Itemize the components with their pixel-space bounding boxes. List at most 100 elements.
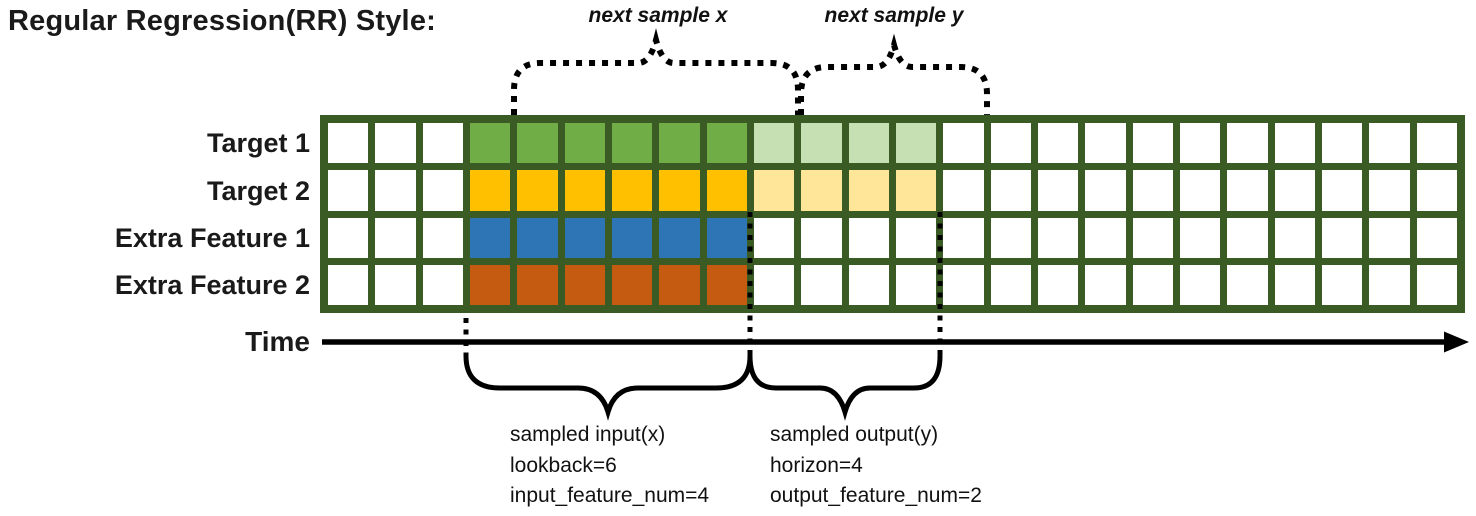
grid-cell-r3-c17 xyxy=(1085,217,1126,258)
sampled-output-brace xyxy=(747,353,943,421)
grid-cell-r4-c11 xyxy=(801,264,842,305)
row-label-target-2: Target 2 xyxy=(206,176,310,206)
grid-cell-r2-c4 xyxy=(469,170,511,211)
sampled-output-annotation: sampled output(y) horizon=4 output_featu… xyxy=(770,420,982,512)
grid-cell-r3-c4 xyxy=(469,217,511,258)
grid-cell-r4-c15 xyxy=(990,264,1031,305)
grid-cell-r1-c3 xyxy=(422,123,463,164)
grid-cell-r4-c4 xyxy=(469,264,511,305)
grid-cell-r2-c1 xyxy=(328,170,369,211)
grid-cell-r1-c6 xyxy=(564,123,605,164)
horizon-value: horizon=4 xyxy=(770,453,863,477)
grid-cell-r1-c20 xyxy=(1227,123,1268,164)
next-sample-y-label: next sample y xyxy=(824,4,964,27)
row-label-extra-feature-2: Extra Feature 2 xyxy=(114,270,310,300)
grid-cell-r1-c11 xyxy=(801,123,842,164)
grid-cell-r4-c17 xyxy=(1085,264,1126,305)
grid-cell-r3-c3 xyxy=(422,217,463,258)
grid-cell-r1-c7 xyxy=(611,123,653,164)
input-feature-num: input_feature_num=4 xyxy=(510,484,710,507)
grid-cell-r4-c20 xyxy=(1227,264,1268,305)
grid-cell-r2-c15 xyxy=(990,170,1031,211)
grid-cell-r2-c6 xyxy=(564,170,605,211)
grid-cell-r3-c9 xyxy=(706,217,747,258)
grid-cell-r2-c10 xyxy=(753,170,795,211)
grid-cell-r3-c19 xyxy=(1179,217,1221,258)
grid-cell-r2-c12 xyxy=(848,170,889,211)
sampled-input-annotation: sampled input(x) lookback=6 input_featur… xyxy=(510,420,709,512)
grid-cell-r1-c4 xyxy=(469,123,511,164)
grid-cell-r4-c10 xyxy=(753,264,795,305)
grid-cell-r1-c21 xyxy=(1274,123,1315,164)
grid-cell-r2-c7 xyxy=(611,170,653,211)
grid-cell-r2-c14 xyxy=(943,170,984,211)
grid-cell-r1-c5 xyxy=(517,123,558,164)
grid-cell-r4-c13 xyxy=(895,264,937,305)
grid-cell-r4-c19 xyxy=(1179,264,1221,305)
next-sample-x-brace xyxy=(511,28,801,115)
grid-cell-r3-c21 xyxy=(1274,217,1315,258)
time-axis-label: Time xyxy=(245,326,310,357)
grid-cell-r4-c6 xyxy=(564,264,605,305)
grid-cell-r2-c17 xyxy=(1085,170,1126,211)
grid-cell-r1-c8 xyxy=(659,123,700,164)
grid-cell-r4-c5 xyxy=(517,264,558,305)
grid-cell-r2-c23 xyxy=(1369,170,1410,211)
grid-cell-r3-c10 xyxy=(753,217,795,258)
grid-cell-r1-c14 xyxy=(943,123,984,164)
grid-cell-r2-c2 xyxy=(375,170,416,211)
grid-cell-r1-c13 xyxy=(895,123,937,164)
grid-cell-r3-c6 xyxy=(564,217,605,258)
next-sample-y-brace xyxy=(798,33,990,115)
grid-cell-r2-c5 xyxy=(517,170,558,211)
grid-cell-r3-c2 xyxy=(375,217,416,258)
sampled-input-brace xyxy=(463,353,753,421)
grid-cell-r4-c7 xyxy=(611,264,653,305)
row-label-extra-feature-1: Extra Feature 1 xyxy=(114,223,310,253)
grid-cell-r1-c17 xyxy=(1085,123,1126,164)
grid-cell-r1-c2 xyxy=(375,123,416,164)
grid-cell-r3-c16 xyxy=(1037,217,1079,258)
grid-cell-r3-c23 xyxy=(1369,217,1410,258)
next-sample-x-label: next sample x xyxy=(588,4,728,27)
grid-cell-r4-c9 xyxy=(706,264,747,305)
grid-cell-r2-c3 xyxy=(422,170,463,211)
sampled-output-title: sampled output(y) xyxy=(770,423,939,446)
grid-cell-r1-c18 xyxy=(1132,123,1173,164)
grid-cell-r3-c13 xyxy=(895,217,937,258)
grid-cell-r3-c8 xyxy=(659,217,700,258)
grid-cell-r3-c14 xyxy=(943,217,984,258)
grid-cell-r4-c3 xyxy=(422,264,463,305)
grid-cell-r3-c12 xyxy=(848,217,889,258)
grid-cell-r2-c19 xyxy=(1179,170,1221,211)
grid-cell-r2-c18 xyxy=(1132,170,1173,211)
grid-cell-r2-c13 xyxy=(895,170,937,211)
grid-cell-r1-c12 xyxy=(848,123,889,164)
time-series-grid xyxy=(320,115,1465,313)
grid-cell-r4-c2 xyxy=(375,264,416,305)
grid-cell-r2-c24 xyxy=(1416,170,1457,211)
time-axis-arrow-icon xyxy=(1444,331,1469,353)
page-title: Regular Regression(RR) Style: xyxy=(8,5,436,37)
grid-cell-r4-c12 xyxy=(848,264,889,305)
grid-cell-r1-c16 xyxy=(1037,123,1079,164)
grid-cell-r1-c24 xyxy=(1416,123,1457,164)
grid-cell-r2-c11 xyxy=(801,170,842,211)
grid-cell-r2-c16 xyxy=(1037,170,1079,211)
grid-cell-r4-c1 xyxy=(328,264,369,305)
grid-cell-r2-c21 xyxy=(1274,170,1315,211)
row-label-target-1: Target 1 xyxy=(206,128,310,158)
grid-cell-r3-c11 xyxy=(801,217,842,258)
grid-cell-r4-c22 xyxy=(1321,264,1363,305)
grid-cell-r2-c22 xyxy=(1321,170,1363,211)
grid-cell-r4-c24 xyxy=(1416,264,1457,305)
grid-cell-r1-c23 xyxy=(1369,123,1410,164)
grid-cell-r4-c23 xyxy=(1369,264,1410,305)
grid-cell-r2-c9 xyxy=(706,170,747,211)
grid-cell-r3-c22 xyxy=(1321,217,1363,258)
grid-cell-r1-c10 xyxy=(753,123,795,164)
grid-cell-r3-c15 xyxy=(990,217,1031,258)
grid-cell-r2-c20 xyxy=(1227,170,1268,211)
lookback-value: lookback=6 xyxy=(510,453,617,477)
